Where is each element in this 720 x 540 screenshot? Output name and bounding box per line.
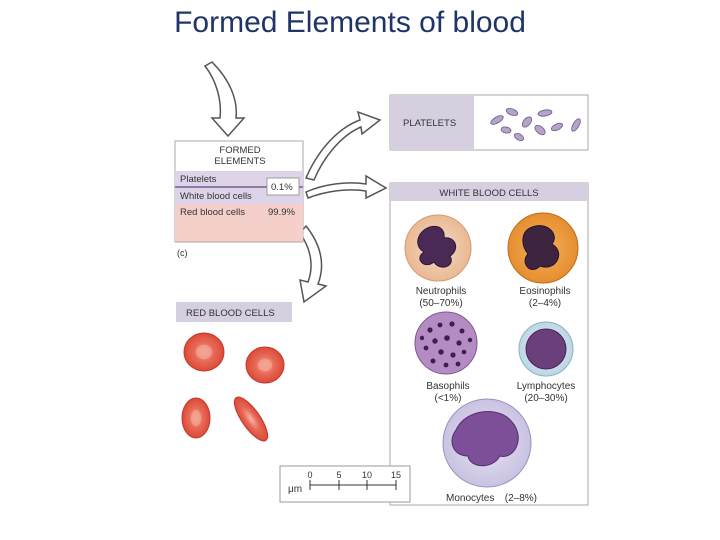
figure-label: (c) (177, 248, 188, 258)
rbc-label: RED BLOOD CELLS (186, 308, 275, 319)
scale-tick-label: 0 (307, 470, 312, 480)
row-name-platelets: Platelets (180, 174, 217, 185)
row-name-rbc: Red blood cells (180, 207, 245, 218)
basophils-percent: (<1%) (435, 393, 462, 404)
lymphocytes-label: Lymphocytes (517, 381, 576, 392)
arrow-top-down (203, 61, 246, 138)
scale-bar (279, 465, 411, 503)
page-title: Formed Elements of blood (174, 6, 526, 39)
wbc-panel (389, 182, 589, 506)
monocyte-cell (442, 398, 532, 488)
basophil-cell (414, 311, 478, 375)
scale-tick-label: 5 (336, 470, 341, 480)
eosinophils-percent: (2–4%) (529, 298, 561, 309)
platelet-cells (490, 108, 581, 142)
monocytes-percent: (2–8%) (505, 493, 537, 504)
arrow-to-platelets (304, 110, 382, 181)
neutrophils-label: Neutrophils (416, 286, 467, 297)
red-blood-cell (181, 397, 211, 439)
row-name-wbc: White blood cells (180, 191, 252, 202)
row-percent-wbc: 0.1% (271, 182, 293, 193)
lymphocyte-cell (518, 321, 574, 377)
scale-tick-label: 10 (362, 470, 372, 480)
neutrophil-cell (404, 214, 472, 282)
arrow-to-wbc (305, 174, 388, 200)
platelets-label: PLATELETS (403, 118, 456, 129)
basophils-label: Basophils (426, 381, 469, 392)
red-blood-cell (183, 332, 225, 372)
rbc-panel (176, 302, 292, 448)
eosinophil-cell (507, 212, 579, 284)
monocytes-label: Monocytes (446, 493, 494, 504)
eosinophils-label: Eosinophils (519, 286, 570, 297)
red-blood-cell (245, 346, 285, 384)
lymphocytes-percent: (20–30%) (524, 393, 567, 404)
rbc-header-bg (176, 302, 292, 322)
platelets-label-bg (390, 95, 474, 150)
row-percent-rbc: 99.9% (268, 207, 295, 218)
platelets-panel (389, 94, 589, 151)
neutrophils-percent: (50–70%) (419, 298, 462, 309)
formed-elements-table (174, 140, 304, 243)
scale-unit: μm (288, 484, 302, 495)
rbc-row (175, 204, 303, 242)
wbc-label: WHITE BLOOD CELLS (439, 188, 538, 199)
wbc-percent-box (266, 177, 300, 196)
formed-elements-header-line2: ELEMENTS (214, 156, 265, 167)
red-blood-cell (233, 396, 269, 442)
wbc-header-bg (390, 183, 588, 201)
scale-tick-label: 15 (391, 470, 401, 480)
arrow-to-rbc (299, 224, 328, 304)
formed-elements-header-line1: FORMED (219, 145, 260, 156)
